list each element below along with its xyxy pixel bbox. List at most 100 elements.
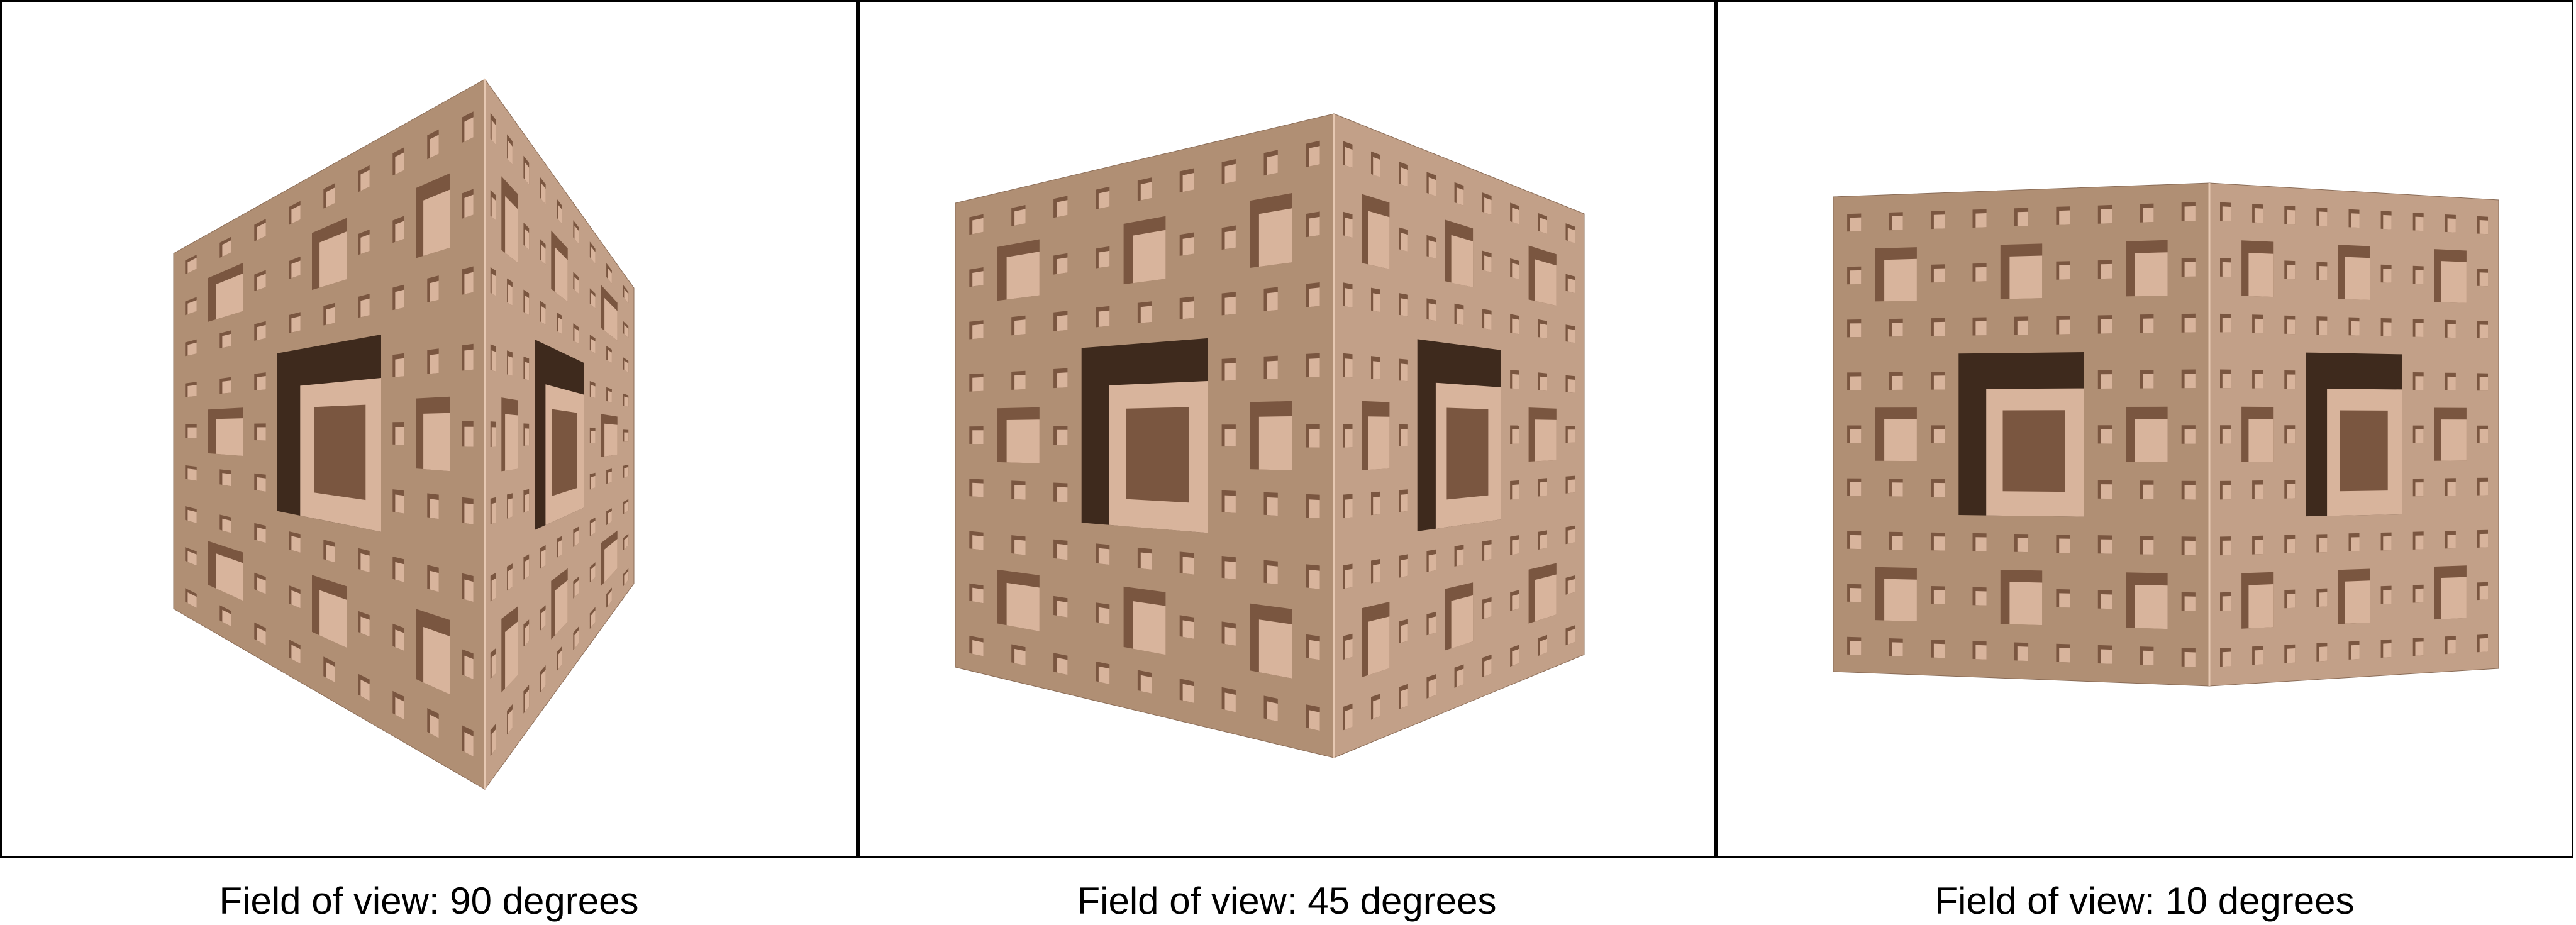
sponge-hole-wall (1512, 208, 1519, 224)
sponge-hole-wall (222, 609, 231, 627)
sponge-hole-wall (2101, 374, 2112, 389)
sponge-hole-wall (491, 502, 496, 524)
sponge-hole-wall (2351, 213, 2360, 228)
sponge-hole-wall (360, 298, 370, 318)
sponge-hole-wall (591, 521, 596, 536)
sponge-hole-wall (2222, 651, 2231, 667)
sponge-hole-depth (1446, 407, 1489, 500)
render-panel-fov-10 (1716, 0, 2573, 858)
sponge-hole-wall (2319, 266, 2328, 280)
sponge-hole-wall (525, 559, 530, 579)
sponge-hole-wall (574, 630, 579, 649)
sponge-hole-wall (558, 204, 562, 224)
sponge-hole-wall (1567, 278, 1575, 294)
sponge-hole-wall (2222, 374, 2231, 389)
sponge-hole-wall (222, 518, 231, 533)
sponge-hole-wall (1401, 429, 1408, 446)
sponge-hole-wall (1368, 211, 1390, 269)
sponge-hole-wall (1140, 306, 1152, 323)
sponge-hole-wall (2441, 261, 2467, 303)
sponge-hole-wall (1892, 216, 1903, 230)
sponge-hole-wall (508, 709, 513, 733)
sponge-hole-wall (395, 152, 404, 175)
sponge-hole-wall (257, 477, 266, 492)
sponge-hole-wall (464, 117, 474, 142)
sponge-hole-wall (2184, 651, 2196, 667)
sponge-hole-wall (187, 468, 197, 481)
sponge-hole-wall (1892, 323, 1903, 337)
sponge-hole-wall (2415, 535, 2424, 550)
sponge-hole-wall (508, 356, 513, 376)
sponge-hole-wall (1850, 217, 1862, 232)
sponge-hole-wall (972, 587, 984, 604)
sponge-hole-wall (1451, 595, 1474, 649)
sponge-hole-wall (1456, 668, 1464, 687)
sponge-hole-wall (591, 338, 596, 353)
sponge-hole-wall (2222, 206, 2231, 221)
sponge-hole-wall (1567, 629, 1575, 645)
sponge-hole-wall (423, 413, 450, 472)
sponge-hole-wall (2479, 324, 2488, 339)
sponge-hole-wall (1224, 495, 1236, 513)
sponge-hole-wall (2479, 585, 2488, 600)
sponge-hole-wall (2143, 374, 2154, 389)
sponge-hole-wall (1006, 582, 1040, 631)
sponge-hole-wall (2101, 263, 2112, 279)
sponge-hole-wall (1098, 607, 1110, 625)
sponge-hole-wall (2254, 540, 2263, 555)
sponge-hole-wall (1975, 645, 1987, 660)
sponge-hole-wall (1373, 361, 1380, 380)
sponge-hole-wall (558, 317, 562, 335)
sponge-hole-wall (395, 494, 404, 514)
sponge-hole-wall (1224, 626, 1236, 646)
sponge-hole-depth (552, 409, 577, 496)
sponge-hole-wall (608, 350, 612, 363)
sponge-hole-wall (360, 679, 370, 701)
sponge-hole-wall (505, 621, 518, 689)
menger-sponge-render (173, 78, 635, 790)
sponge-hole-wall (1975, 321, 1987, 336)
sponge-hole-depth (314, 404, 366, 501)
sponge-hole-wall (291, 536, 301, 553)
sponge-hole-wall (2254, 650, 2263, 665)
sponge-hole-wall (525, 228, 530, 250)
sponge-hole-wall (1014, 375, 1026, 390)
sponge-hole-wall (2184, 596, 2196, 611)
sponge-hole-wall (464, 349, 474, 371)
sponge-hole-wall (2017, 646, 2029, 662)
sponge-hole-wall (2101, 594, 2112, 609)
sponge-hole-wall (187, 592, 197, 608)
sponge-hole-wall (319, 231, 347, 288)
sponge-hole-wall (1540, 323, 1547, 339)
sponge-hole-wall (508, 498, 513, 518)
sponge-hole-wall (2319, 538, 2328, 553)
sponge-hole-wall (1512, 429, 1519, 444)
sponge-hole-wall (2287, 648, 2296, 663)
sponge-hole-wall (1535, 259, 1557, 306)
sponge-hole-wall (1345, 499, 1353, 518)
sponge-hole-wall (464, 272, 474, 294)
sponge-hole-wall (1373, 293, 1380, 313)
sponge-hole-wall (2059, 593, 2070, 608)
sponge-hole-wall (2222, 262, 2231, 277)
sponge-hole-wall (2447, 482, 2456, 496)
sponge-hole-wall (1006, 252, 1040, 300)
sponge-hole-wall (624, 289, 629, 304)
sponge-hole-wall (624, 324, 629, 338)
sponge-hole-wall (1140, 675, 1152, 694)
sponge-hole-wall (257, 627, 266, 645)
sponge-hole-wall (1014, 209, 1026, 226)
sponge-hole-wall (2143, 208, 2154, 223)
sponge-hole-wall (1933, 590, 1945, 604)
sponge-hole-wall (2383, 536, 2392, 551)
sponge-hole-wall (187, 300, 197, 314)
sponge-hole-wall (624, 501, 629, 514)
sponge-hole-wall (541, 306, 546, 325)
sponge-hole-wall (2287, 484, 2296, 499)
sponge-hole-wall (1057, 487, 1068, 502)
sponge-hole-wall (187, 427, 197, 439)
sponge-hole-wall (2184, 540, 2196, 556)
sponge-hole-wall (2248, 584, 2274, 629)
sponge-hole-wall (604, 297, 618, 341)
sponge-hole-wall (2254, 208, 2263, 223)
